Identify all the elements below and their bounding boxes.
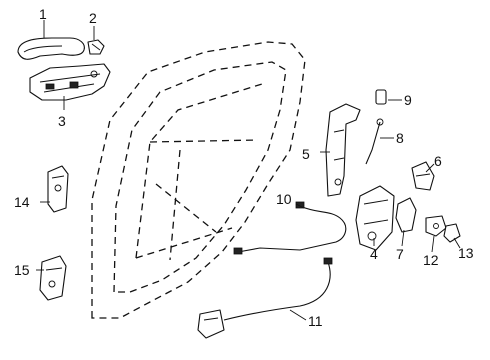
callout-3: 3 — [58, 113, 66, 129]
lock-knob — [375, 89, 387, 105]
inner-handle — [325, 103, 361, 197]
callout-13: 13 — [458, 245, 474, 261]
callout-7: 7 — [396, 246, 404, 262]
outside-handle — [17, 37, 85, 60]
callout-12: 12 — [423, 252, 439, 268]
callout-15: 15 — [14, 262, 30, 278]
lower-cable — [197, 257, 333, 339]
lower-hinge — [39, 255, 67, 301]
door-outline — [91, 41, 306, 319]
callout-6: 6 — [434, 153, 442, 169]
callout-labels: 1 2 3 4 5 6 7 8 9 10 11 12 13 14 15 — [14, 6, 474, 329]
callout-9: 9 — [404, 92, 412, 108]
callout-10: 10 — [276, 191, 292, 207]
callout-5: 5 — [302, 146, 310, 162]
callout-4: 4 — [370, 246, 378, 262]
leader-lines — [36, 20, 461, 321]
latch-cover — [395, 197, 417, 233]
callout-14: 14 — [14, 194, 30, 210]
callout-1: 1 — [39, 6, 47, 22]
upper-cable — [233, 201, 347, 255]
lock-rod — [365, 118, 384, 165]
handle-clip — [87, 39, 105, 55]
upper-hinge — [47, 165, 69, 213]
callout-8: 8 — [396, 130, 404, 146]
callout-11: 11 — [308, 313, 323, 329]
actuator-bracket — [411, 161, 435, 191]
small-bracket — [443, 223, 461, 243]
striker — [425, 215, 447, 237]
door-latch — [355, 185, 395, 251]
callout-2: 2 — [89, 10, 97, 26]
handle-carrier — [29, 63, 111, 101]
